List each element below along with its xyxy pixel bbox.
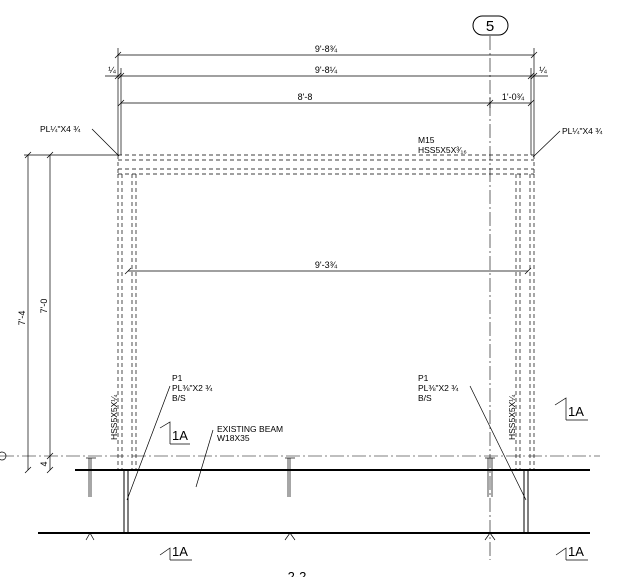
grid-bubble	[472, 15, 509, 36]
base-plate-right-size: PL⅜"X2 ¾	[418, 383, 459, 393]
dim-base-height-text: 4	[39, 461, 49, 466]
dim-inner-overall-text: 9'-8¼	[315, 65, 338, 75]
plate-top-left-label: PL¼"X4 ¾	[40, 124, 81, 134]
dim-clear-span-text: 9'-3¾	[315, 260, 338, 270]
beam-size-label: HSS5X5X³⁄₁₆	[418, 145, 467, 155]
base-plate-left-size: PL⅜"X2 ¾	[172, 383, 213, 393]
existing-beam-label-1: EXISTING BEAM	[217, 424, 283, 434]
top-beam	[117, 154, 535, 175]
section-marker: 1A	[554, 397, 588, 421]
base-plate-right-mark: P1	[418, 373, 429, 383]
dim-left-offset-text: ¼	[108, 65, 116, 75]
base-plate-right-note: B/S	[418, 393, 432, 403]
leader-existing-beam	[195, 429, 214, 488]
dimension-inner-overall: 9'-8¼ ¼ ¼	[105, 65, 548, 155]
plate-top-right-label: PL¼"X4 ¾	[562, 126, 603, 136]
elevation-marker	[0, 451, 7, 461]
section-marker: 1A	[555, 544, 588, 561]
existing-beam-label-2: W18X35	[217, 433, 250, 443]
leader-base-plate-left	[126, 385, 171, 501]
post-left-label: HSS5X5X¼	[109, 394, 119, 440]
anchor-bolts	[86, 457, 495, 497]
dimension-overall: 9'-8¾	[114, 44, 538, 155]
dimension-heights: 7'-4 7'-0 4	[17, 151, 118, 474]
leader-plate-top-right	[532, 130, 561, 158]
left-post	[117, 174, 137, 470]
section-marker-label: 1A	[568, 404, 584, 419]
section-marker: 1A	[159, 544, 192, 561]
dimension-spans: 8'-8 1'-0¾	[117, 92, 535, 108]
base-plate-right	[523, 469, 529, 534]
section-marker-label: 1A	[172, 428, 188, 443]
dim-overall-text: 9'-8¾	[315, 44, 338, 54]
base-plate-left-mark: P1	[172, 373, 183, 383]
dim-span-left-text: 8'-8	[298, 92, 313, 102]
dim-right-offset-text: ¼	[539, 65, 547, 75]
leader-base-plate-right	[469, 385, 527, 501]
dim-height-outer-text: 7'-4	[17, 311, 27, 326]
section-marker-label: 1A	[172, 544, 188, 559]
section-marker-label: 1A	[568, 544, 584, 559]
base-plate-left-note: B/S	[172, 393, 186, 403]
right-post	[515, 174, 535, 470]
sheet-title: 2-2	[288, 569, 307, 577]
bottom-supports	[85, 532, 496, 541]
base-plate-left	[123, 469, 129, 534]
beam-mark-label: M15	[418, 135, 435, 145]
post-right-label: HSS5X5X¼	[507, 394, 517, 440]
section-marker: 1A	[159, 421, 190, 445]
dim-height-inner-text: 7'-0	[39, 299, 49, 314]
dim-span-right-text: 1'-0¾	[502, 92, 525, 102]
grid-bubble-label: 5	[486, 18, 494, 35]
leader-plate-top-left	[91, 128, 120, 157]
dimension-clear-span: 9'-3¾	[124, 260, 532, 275]
